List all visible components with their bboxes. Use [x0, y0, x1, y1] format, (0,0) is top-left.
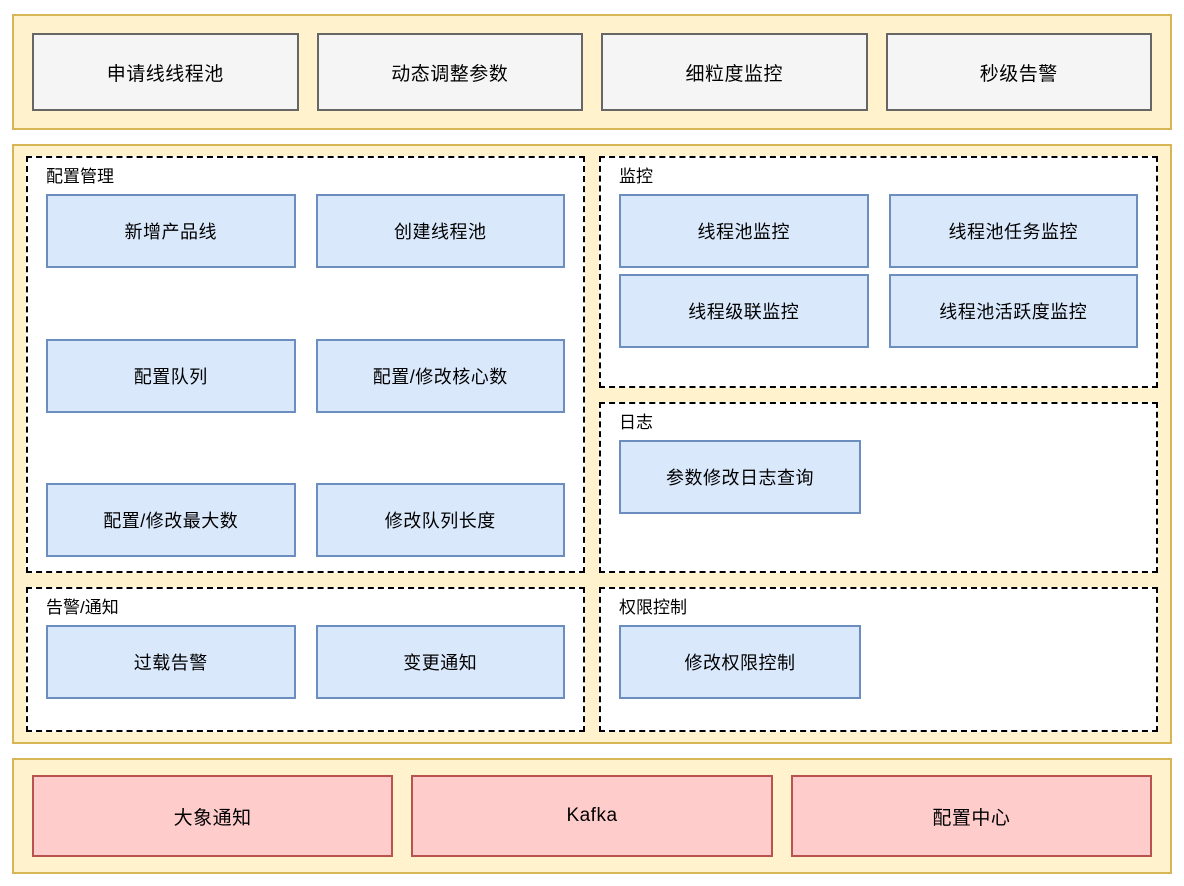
feature-row: 配置队列 配置/修改核心数 [46, 338, 565, 413]
feature-box-create-thread-pool[interactable]: 创建线程池 [315, 194, 565, 268]
feature-box-thread-pool-activity-monitoring[interactable]: 线程池活跃度监控 [888, 274, 1138, 348]
infrastructure-label: 大象通知 [173, 807, 252, 829]
infrastructure-box-daxiang-notification[interactable]: 大象通知 [32, 775, 394, 857]
group-body-alarm-notification: 过载告警 变更通知 [46, 625, 565, 716]
feature-label: 配置队列 [133, 366, 208, 387]
group-title-log: 日志 [619, 413, 653, 432]
feature-label: 线程池活跃度监控 [939, 302, 1088, 322]
capability-box-second-level-alarm[interactable]: 秒级告警 [885, 33, 1152, 111]
group-body-permission-control: 修改权限控制 [619, 625, 1138, 716]
feature-box-config-queue[interactable]: 配置队列 [46, 338, 296, 413]
feature-label: 线程池任务监控 [948, 222, 1078, 242]
feature-row: 参数修改日志查询 [619, 440, 1138, 514]
right-module-column: 监控 线程池监控 线程池任务监控 线程级联监控 [599, 156, 1158, 732]
capability-label: 动态调整参数 [391, 63, 509, 85]
feature-row: 配置/修改最大数 修改队列长度 [46, 483, 565, 557]
capability-label: 秒级告警 [979, 63, 1058, 85]
group-title-permission-control: 权限控制 [619, 598, 687, 617]
feature-row: 线程级联监控 线程池活跃度监控 [619, 274, 1138, 348]
infrastructure-box-kafka[interactable]: Kafka [411, 775, 773, 857]
feature-label: 创建线程池 [394, 222, 487, 242]
feature-box-overload-alarm[interactable]: 过载告警 [46, 625, 296, 699]
feature-box-thread-pool-task-monitoring[interactable]: 线程池任务监控 [888, 194, 1138, 268]
feature-label: 线程级联监控 [688, 302, 800, 322]
group-title-config-management: 配置管理 [46, 167, 114, 186]
group-config-management: 配置管理 新增产品线 创建线程池 配置队列 [26, 156, 585, 573]
feature-box-add-product-line[interactable]: 新增产品线 [46, 194, 296, 268]
feature-box-param-change-log-query[interactable]: 参数修改日志查询 [619, 440, 861, 514]
feature-row: 新增产品线 创建线程池 [46, 194, 565, 268]
capability-box-dynamic-adjust-params[interactable]: 动态调整参数 [316, 33, 583, 111]
group-permission-control: 权限控制 修改权限控制 [599, 587, 1158, 732]
capabilities-panel: 申请线线程池 动态调整参数 细粒度监控 秒级告警 [12, 14, 1172, 130]
capability-label: 申请线线程池 [106, 63, 224, 85]
feature-label: 过载告警 [133, 653, 208, 673]
feature-box-config-core-size[interactable]: 配置/修改核心数 [315, 338, 565, 413]
left-module-column: 配置管理 新增产品线 创建线程池 配置队列 [26, 156, 585, 732]
feature-label: 修改权限控制 [684, 653, 796, 673]
group-title-alarm-notification: 告警/通知 [46, 598, 119, 617]
feature-box-thread-cascade-monitoring[interactable]: 线程级联监控 [619, 274, 869, 348]
infrastructure-box-config-center[interactable]: 配置中心 [790, 775, 1152, 857]
feature-row: 修改权限控制 [619, 625, 1138, 699]
group-body-log: 参数修改日志查询 [619, 440, 1138, 557]
feature-label: 线程池监控 [697, 222, 790, 242]
feature-label: 配置/修改核心数 [372, 366, 508, 387]
group-log: 日志 参数修改日志查询 [599, 402, 1158, 573]
group-title-monitoring: 监控 [619, 167, 653, 186]
feature-box-change-notification[interactable]: 变更通知 [315, 625, 565, 699]
feature-row: 过载告警 变更通知 [46, 625, 565, 699]
infrastructure-panel: 大象通知 Kafka 配置中心 [12, 758, 1172, 874]
infrastructure-label: 配置中心 [932, 807, 1011, 829]
feature-label: 新增产品线 [124, 222, 217, 242]
group-body-monitoring: 线程池监控 线程池任务监控 线程级联监控 线程池活跃度监控 [619, 194, 1138, 372]
capability-box-fine-grained-monitoring[interactable]: 细粒度监控 [601, 33, 868, 111]
feature-box-thread-pool-monitoring[interactable]: 线程池监控 [619, 194, 869, 268]
infrastructure-label: Kafka [566, 805, 618, 826]
feature-box-config-max-size[interactable]: 配置/修改最大数 [46, 483, 296, 557]
feature-label: 配置/修改最大数 [103, 511, 239, 531]
feature-row: 线程池监控 线程池任务监控 [619, 194, 1138, 268]
capability-label: 细粒度监控 [685, 63, 783, 85]
feature-box-modify-queue-length[interactable]: 修改队列长度 [315, 483, 565, 557]
group-body-config-management: 新增产品线 创建线程池 配置队列 配置/修改核心数 [46, 194, 565, 557]
feature-label: 修改队列长度 [384, 511, 496, 531]
capability-box-apply-thread-pool[interactable]: 申请线线程池 [32, 33, 299, 111]
feature-label: 变更通知 [403, 653, 478, 673]
functional-modules-panel: 配置管理 新增产品线 创建线程池 配置队列 [12, 144, 1172, 744]
group-alarm-notification: 告警/通知 过载告警 变更通知 [26, 587, 585, 732]
feature-box-modify-permission-control[interactable]: 修改权限控制 [619, 625, 861, 699]
group-monitoring: 监控 线程池监控 线程池任务监控 线程级联监控 [599, 156, 1158, 388]
feature-label: 参数修改日志查询 [666, 468, 814, 488]
